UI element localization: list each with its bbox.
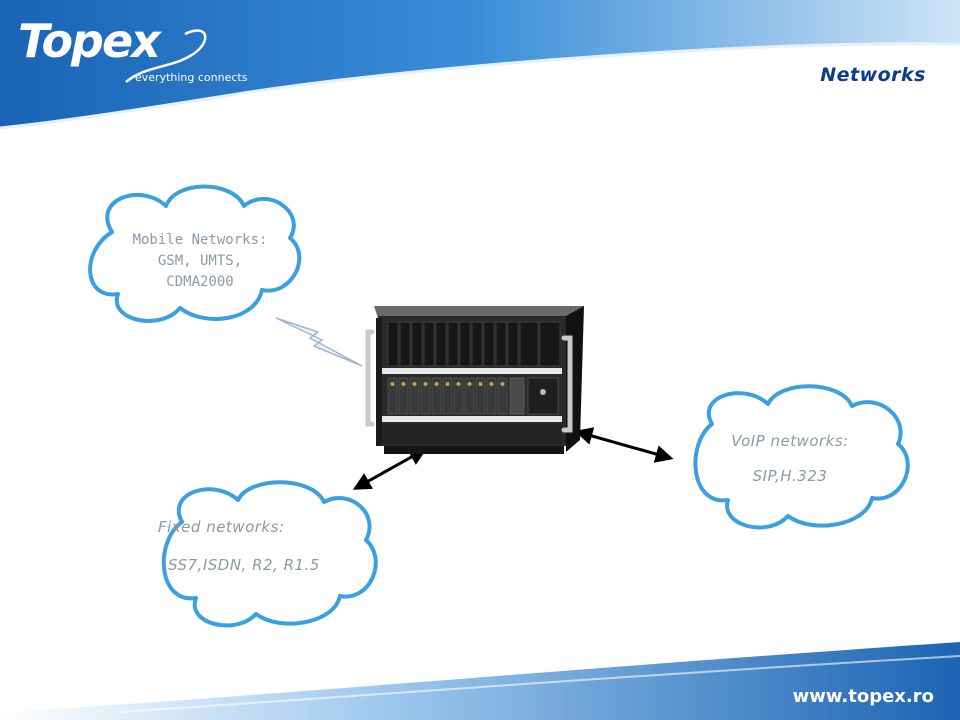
website-url[interactable]: www.topex.ro: [792, 686, 934, 707]
voip-networks-protocols: SIP,H.323: [752, 467, 828, 485]
voip-networks-cloud: [693, 384, 910, 530]
lightning-bolt-icon: [275, 317, 363, 367]
fixed-networks-title: Fixed networks:: [158, 518, 285, 536]
telecom-rack-device-icon: [365, 306, 584, 454]
mobile-networks-line-2: GSM, UMTS,: [157, 253, 243, 269]
arrow-device-voip: [574, 427, 674, 463]
arrow-device-fixed: [352, 448, 428, 490]
page-title: Networks: [820, 64, 926, 86]
voip-networks-title: VoIP networks:: [731, 432, 849, 450]
logo-swoosh: [125, 29, 207, 83]
logo[interactable]: Topex: [18, 14, 161, 68]
mobile-networks-line-3: CDMA2000: [166, 274, 234, 290]
fixed-networks-cloud: [161, 480, 378, 628]
mobile-networks-label: Mobile Networks: GSM, UMTS, CDMA2000: [100, 230, 300, 293]
mobile-networks-line-1: Mobile Networks:: [132, 232, 268, 248]
mobile-networks-cloud: [88, 184, 302, 323]
logo-tagline: everything connects: [135, 71, 248, 84]
fixed-networks-protocols: SS7,ISDN, R2, R1.5: [168, 556, 320, 574]
